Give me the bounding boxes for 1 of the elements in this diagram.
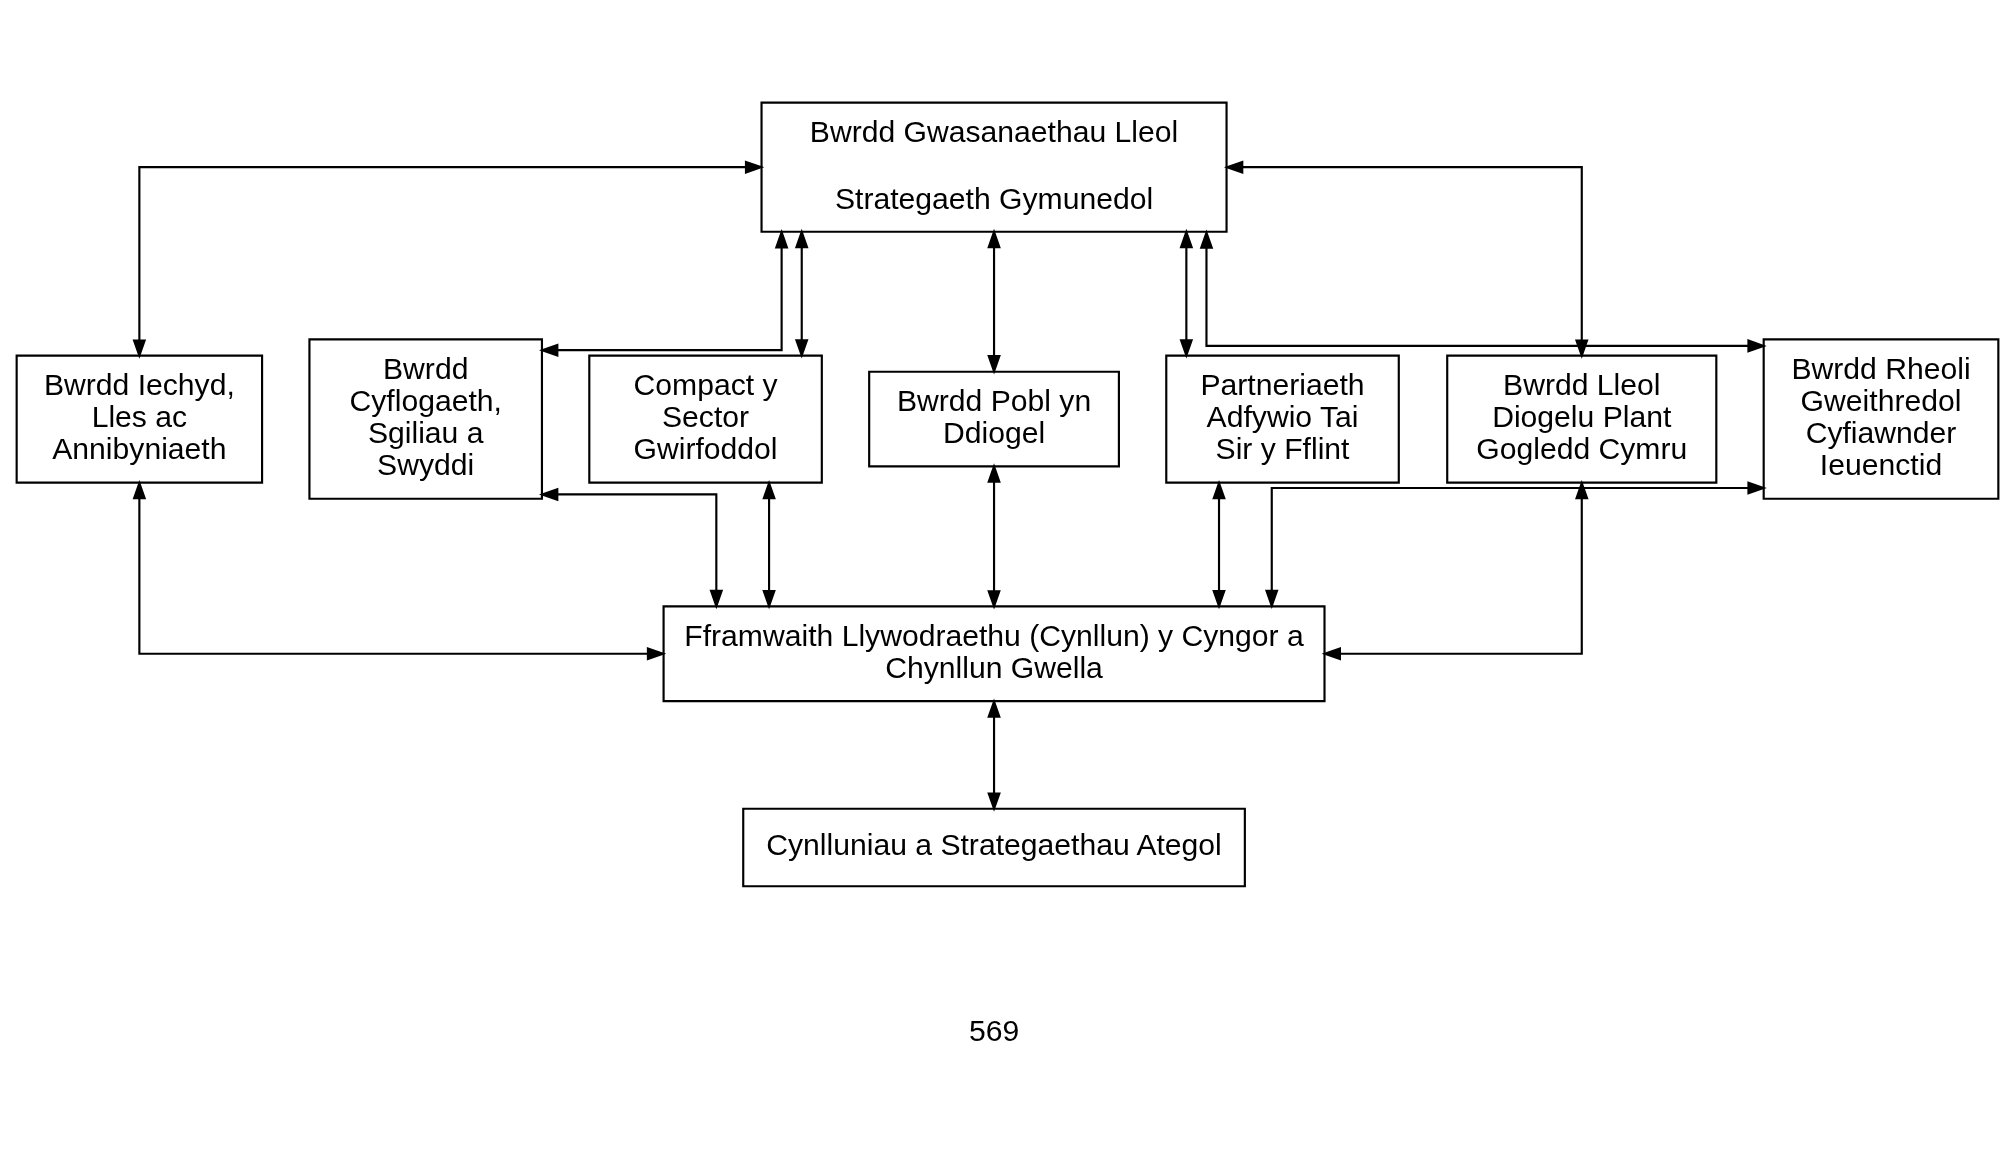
label: 569	[968, 1013, 1020, 1047]
